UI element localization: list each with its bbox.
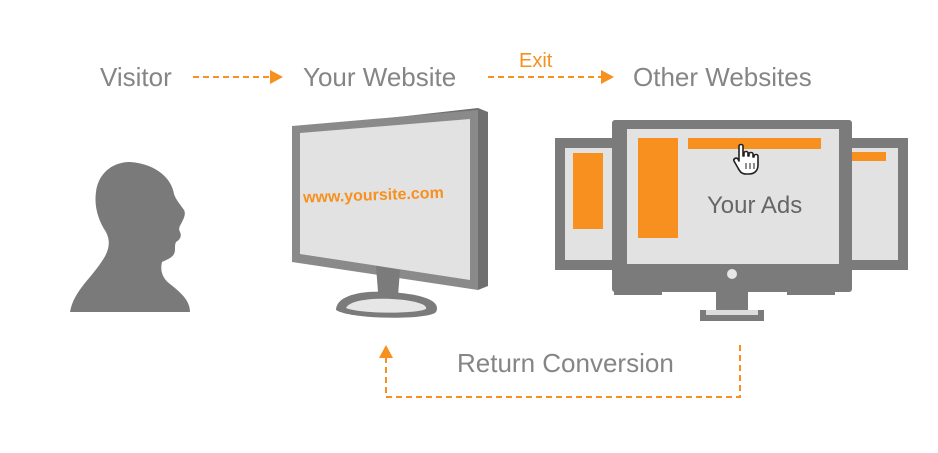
person-silhouette-icon	[70, 162, 190, 312]
label-your-website: Your Website	[303, 62, 456, 92]
label-visitor: Visitor	[100, 62, 172, 92]
label-other-websites: Other Websites	[633, 62, 812, 92]
front-monitor	[612, 120, 852, 321]
label-exit: Exit	[519, 50, 553, 72]
back-monitor-right	[787, 138, 908, 295]
ad-banner-right	[850, 152, 886, 161]
site-url-text: www.yoursite.com	[302, 185, 444, 207]
website-screen	[300, 119, 470, 280]
arrow-return-conversion	[379, 345, 741, 398]
arrow-website-to-other	[488, 70, 614, 84]
ad-banner-front	[688, 138, 821, 149]
your-ads-text: Your Ads	[707, 192, 802, 219]
label-return-conversion: Return Conversion	[457, 348, 674, 378]
hand-cursor-icon	[733, 143, 759, 175]
arrow-visitor-to-website	[193, 70, 283, 84]
ad-block-front	[638, 138, 678, 238]
ad-block-left	[573, 153, 603, 229]
monitor-icon	[292, 108, 488, 318]
power-button-icon	[727, 269, 737, 279]
